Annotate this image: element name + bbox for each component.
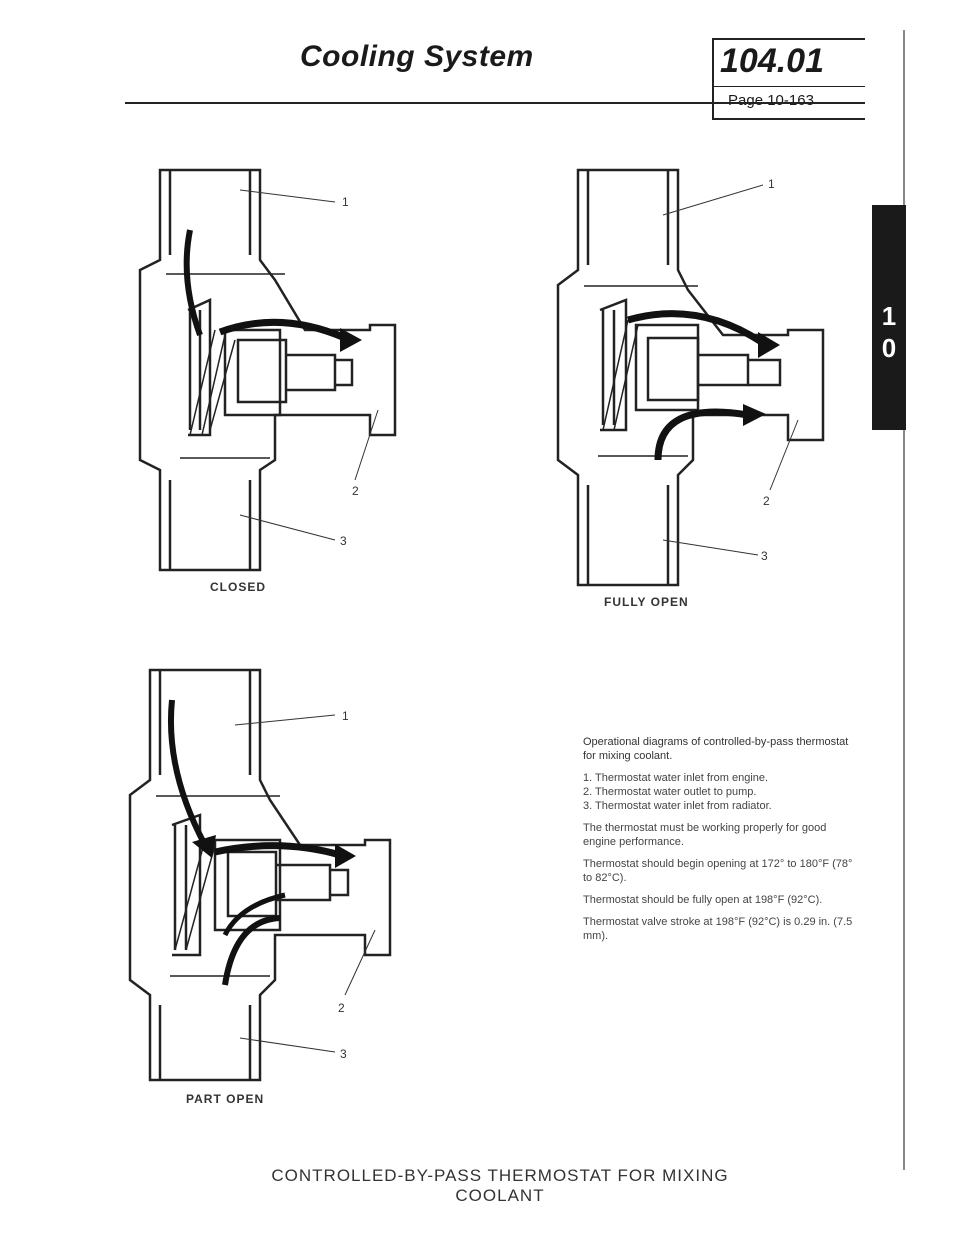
callout-2: 2 xyxy=(763,494,770,508)
caption-part-open: PART OPEN xyxy=(186,1092,265,1106)
notes-paragraph: Thermostat should be fully open at 198°F… xyxy=(583,894,823,906)
notes-paragraph: The thermostat must be working properly … xyxy=(583,822,827,848)
callout-2: 2 xyxy=(352,484,359,498)
callout-2: 2 xyxy=(338,1001,345,1015)
caption-fully-open: FULLY OPEN xyxy=(604,595,689,609)
page-title: Cooling System xyxy=(300,40,534,73)
legend-item: 3. Thermostat water inlet from radiator. xyxy=(583,800,772,812)
legend-item: 2. Thermostat water outlet to pump. xyxy=(583,786,757,798)
section-left-rule xyxy=(712,38,714,120)
thermostat-diagram-part-open: 1 2 3 xyxy=(128,668,392,1082)
thermostat-diagram-fully-open: 1 2 3 xyxy=(556,168,825,587)
notes-block: Operational diagrams of controlled-by-pa… xyxy=(583,735,853,951)
chapter-tab-digit-2: 0 xyxy=(881,333,897,363)
header-rule xyxy=(125,102,865,104)
caption-closed: CLOSED xyxy=(210,580,267,594)
thermostat-diagram-closed: 1 2 3 xyxy=(138,168,397,572)
section-bottom-rule xyxy=(712,118,865,120)
legend-item: 1. Thermostat water inlet from engine. xyxy=(583,772,769,784)
callout-1: 1 xyxy=(342,195,349,209)
notes-paragraph: Thermostat should begin opening at 172° … xyxy=(583,858,853,884)
callout-3: 3 xyxy=(340,534,347,548)
callout-1: 1 xyxy=(342,709,349,723)
section-divider-rule xyxy=(712,86,865,87)
section-number: 104.01 xyxy=(720,42,824,80)
page-edge-line xyxy=(903,30,905,1170)
notes-heading: Operational diagrams of controlled-by-pa… xyxy=(583,736,849,762)
callout-1: 1 xyxy=(768,177,775,191)
page-number: Page 10-163 xyxy=(728,92,814,109)
chapter-tab-digit-1: 1 xyxy=(881,301,897,331)
callout-3: 3 xyxy=(761,549,768,563)
chapter-tab xyxy=(872,205,906,430)
chapter-tab-label: 1 0 xyxy=(872,300,906,364)
section-top-rule xyxy=(712,38,865,40)
figure-caption: CONTROLLED-BY-PASS THERMOSTAT FOR MIXING… xyxy=(271,1166,729,1205)
notes-paragraph: Thermostat valve stroke at 198°F (92°C) … xyxy=(583,916,853,942)
legend-list: 1. Thermostat water inlet from engine. 2… xyxy=(583,771,853,813)
callout-3: 3 xyxy=(340,1047,347,1061)
